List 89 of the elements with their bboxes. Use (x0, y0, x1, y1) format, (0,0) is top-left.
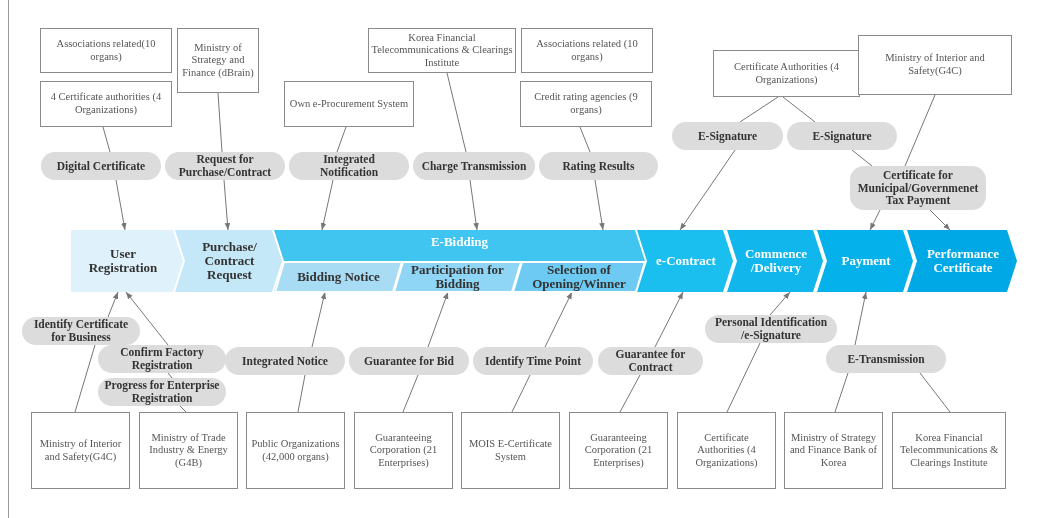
organization-box (139, 412, 238, 489)
stage-label: Purchase/ Contract Request (201, 239, 258, 283)
service-label: Integrated Notification (318, 153, 380, 179)
service-pill (826, 345, 946, 373)
organization-label: Own e-Procurement System (289, 97, 409, 111)
service-pill (413, 152, 535, 180)
stage-label: e-Contract (656, 253, 716, 269)
stage-label: Performance Certificate (925, 246, 1001, 276)
service-label: Identify Certificate for Business (32, 318, 130, 344)
organization-box (461, 412, 560, 489)
service-label: Personal Identification /e-Signature (713, 316, 829, 342)
organization-label: Korea Financial Telecommunications & Clearings Institute (371, 31, 513, 70)
organization-box (31, 412, 130, 489)
stage-label: Participation for Bidding (410, 262, 505, 292)
stage-label: Bidding Notice (297, 269, 380, 285)
service-label: E-Signature (697, 129, 758, 143)
organization-box (677, 412, 776, 489)
organization-label: Public Organizations (42,000 organs) (250, 437, 341, 464)
service-pill (165, 152, 285, 180)
service-pill (289, 152, 409, 180)
service-label: Certificate for Municipal/Governmenet Tax Payment (856, 169, 980, 207)
service-label: Digital Certificate (56, 159, 146, 173)
service-pill (98, 345, 226, 373)
stage-panel (637, 230, 733, 292)
service-label: Rating Results (562, 159, 635, 173)
organization-label: Ministry of Interior and Safety(G4C) (38, 437, 123, 464)
step-panel (394, 262, 521, 292)
stage-label: Selection of Opening/Winner (531, 262, 627, 292)
step-panel (275, 262, 402, 292)
organization-label: Ministry of Strategy and Finance Bank of Korea (788, 431, 879, 470)
service-pill (598, 347, 703, 375)
service-pill (98, 378, 226, 406)
service-label: Progress for Enterprise Registration (104, 379, 220, 405)
organization-box (892, 412, 1006, 489)
stage-panel (175, 230, 282, 292)
organization-label: Guaranteeing Corporation (21 Enterprises) (583, 431, 654, 470)
organization-label: 4 Certificate authorities (4 Organizations) (49, 91, 163, 117)
organization-box (284, 81, 414, 127)
organization-label: Ministry of Strategy and Finance (dBrain) (181, 41, 255, 80)
stage-panel (817, 230, 913, 292)
organization-label: Ministry of Trade Industry & Energy (G4B) (148, 431, 229, 470)
service-pill (672, 122, 783, 150)
service-label: Identify Time Point (484, 354, 582, 368)
service-label: Request for Purchase/Contract (177, 153, 273, 179)
organization-box (40, 81, 172, 127)
service-pill (473, 347, 593, 375)
organization-box (858, 35, 1012, 95)
organization-label: Guaranteeing Corporation (21 Enterprises) (368, 431, 439, 470)
service-pill (225, 347, 345, 375)
service-label: Integrated Notice (242, 354, 328, 368)
organization-label: Ministry of Interior and Safety(G4C) (884, 52, 986, 78)
service-label: E-Transmission (847, 352, 925, 366)
service-pill (22, 317, 140, 345)
organization-box (784, 412, 883, 489)
organization-label: Certificate Authorities (4 Organizations) (694, 431, 759, 470)
service-pill (349, 347, 469, 375)
organization-box (177, 28, 259, 93)
organization-label: Associations related(10 organs) (55, 37, 157, 64)
organization-box (569, 412, 668, 489)
organization-label: MOIS E-Certificate System (467, 437, 554, 464)
service-label: Confirm Factory Registration (119, 346, 205, 372)
step-panel (513, 262, 645, 292)
service-label: Charge Transmission (421, 159, 527, 173)
organization-box (40, 28, 172, 73)
stage-label: Payment (841, 253, 891, 269)
service-label: E-Signature (812, 129, 872, 143)
stage-band (274, 230, 645, 292)
service-label: Guarantee for Contract (614, 348, 687, 374)
organization-box (520, 81, 652, 127)
stage-label: User Registration (87, 246, 159, 276)
stage-label: E-Bidding (430, 235, 489, 250)
stage-panel (907, 230, 1017, 292)
service-pill (850, 166, 986, 210)
organization-box (246, 412, 345, 489)
service-pill (41, 152, 161, 180)
organization-box (521, 28, 653, 73)
stage-panel (727, 230, 823, 292)
stage-panel (71, 230, 183, 292)
service-label: Guarantee for Bid (364, 354, 454, 368)
organization-label: Certificate Authorities (4 Organizations) (733, 60, 840, 87)
service-pill (705, 315, 837, 343)
organization-label: Associations related (10 organs) (535, 37, 639, 64)
organization-label: Korea Financial Telecommunications & Clearings Institute (898, 431, 1000, 470)
service-pill (539, 152, 658, 180)
service-pill (787, 122, 897, 150)
stage-label: Commence /Delivery (743, 246, 809, 276)
organization-box (354, 412, 453, 489)
organization-box (713, 50, 860, 97)
organization-label: Credit rating agencies (9 organs) (533, 91, 639, 117)
